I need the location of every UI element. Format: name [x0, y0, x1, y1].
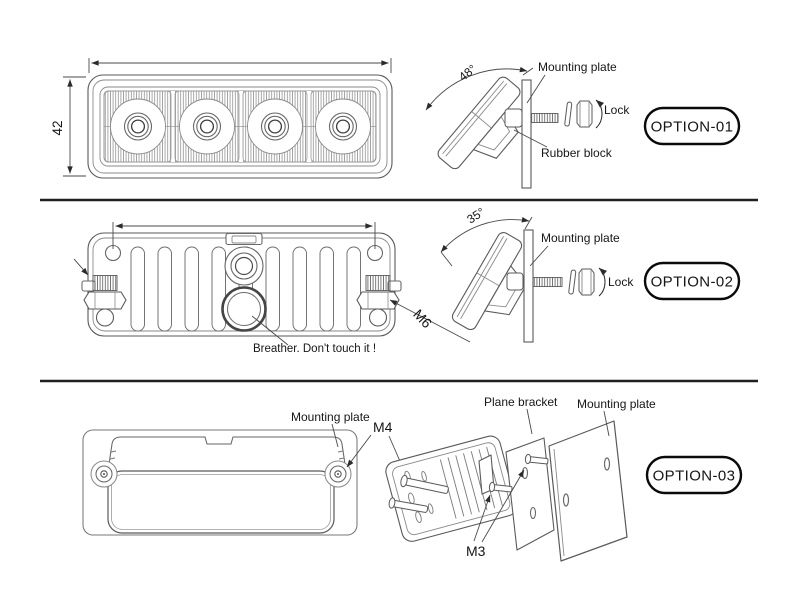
connector-boss — [224, 246, 264, 286]
lock-label-opt2: Lock — [608, 275, 634, 289]
height-dimension — [63, 76, 86, 177]
hole-spacing-dimension — [112, 222, 376, 249]
m3-leader-2 — [481, 469, 525, 543]
bolt-thread-opt2 — [532, 277, 563, 287]
led-lens-3 — [247, 98, 303, 155]
rubber-block-label: Rubber block — [541, 146, 613, 160]
mounting-plate-label-opt2: Mounting plate — [541, 231, 620, 245]
option2-badge: OPTION-02 — [643, 261, 741, 301]
m3-screws — [488, 453, 549, 493]
led-lens-2 — [179, 98, 235, 155]
breather-leader — [251, 315, 289, 346]
mounting-plate-label-opt3-left: Mounting plate — [291, 410, 370, 424]
m4-label: M4 — [373, 419, 393, 435]
option2-badge-text: OPTION-02 — [651, 274, 734, 291]
exploded-view: Plane bracket Mounting plate M3 OPTION-0… — [385, 395, 743, 562]
lamp-lens-front — [107, 470, 335, 534]
m3-leader-1 — [473, 494, 491, 542]
washer-opt1 — [564, 101, 573, 127]
option1-badge: OPTION-01 — [643, 106, 741, 146]
nut-opt1 — [576, 100, 593, 128]
option1-badge-text: OPTION-01 — [651, 119, 734, 136]
height-dimension-value: 42 — [50, 120, 65, 135]
back-view — [73, 232, 402, 337]
cable-gland-top — [225, 232, 263, 246]
option1-drawing: 48° Lock Mounting plate Rubber block OPT… — [425, 60, 741, 189]
width-dimension — [88, 58, 392, 73]
nut-opt2 — [578, 268, 595, 296]
option2-drawing: 35° Lock Mounting plate OPTION-02 — [440, 205, 741, 343]
lock-arrow-opt2 — [598, 267, 607, 297]
front-view — [87, 74, 393, 179]
lamp-fins-3d — [439, 447, 503, 519]
m4-leader-left — [346, 434, 372, 468]
screw-mount-left — [90, 460, 118, 488]
washer-opt2 — [568, 269, 577, 295]
lock-arrow-opt1 — [595, 99, 604, 129]
m6-label: M6 — [410, 306, 435, 331]
mounting-plate-3d — [548, 420, 628, 562]
surface-mount-view — [82, 429, 358, 536]
angle-arc-48 — [425, 66, 528, 111]
mounting-plate-opt2 — [523, 229, 534, 343]
mounting-plate-label-opt3-right: Mounting plate — [577, 397, 656, 411]
led-lens-1 — [110, 98, 166, 155]
mounting-plate-label-opt1: Mounting plate — [538, 60, 617, 74]
breather-valve — [221, 286, 267, 332]
m3-label: M3 — [466, 543, 486, 559]
angle-arc-35 — [440, 217, 530, 253]
option3-badge: OPTION-03 — [645, 455, 743, 495]
rubber-block — [504, 108, 523, 128]
m6-bolt-left — [81, 275, 127, 327]
screw-mount-right — [324, 460, 352, 488]
lamp-housing-top — [107, 436, 347, 472]
m4-screws — [388, 474, 449, 513]
option3-badge-text: OPTION-03 — [653, 468, 736, 485]
m6-bolt-right — [356, 275, 402, 327]
mounting-plate-opt1 — [521, 79, 532, 189]
angle-label-35: 35° — [464, 205, 487, 227]
lock-label-opt1: Lock — [604, 103, 630, 117]
rubber-block-opt2 — [506, 272, 524, 291]
m6-leader — [389, 299, 471, 343]
led-lens-4 — [315, 98, 371, 155]
bolt-thread-opt1 — [530, 113, 559, 123]
flat-mounting-plate — [82, 429, 358, 536]
plane-bracket-label: Plane bracket — [484, 395, 558, 409]
breather-label: Breather. Don't touch it ! — [253, 343, 376, 355]
